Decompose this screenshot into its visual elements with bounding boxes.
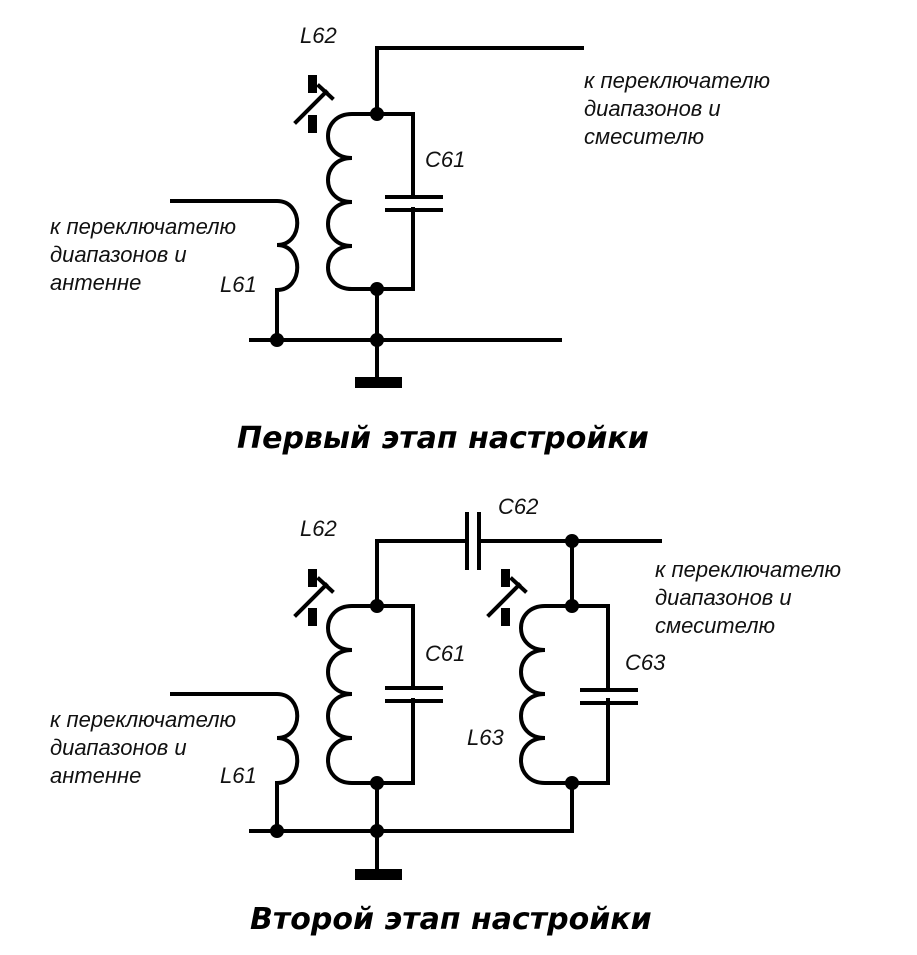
- stage2-c61-bottom-wire: [375, 698, 415, 785]
- stage2-c62-plate-right: [477, 512, 481, 570]
- stage1-label-l61: L61: [220, 272, 257, 297]
- stage2-label-c63: C63: [625, 650, 666, 675]
- stage2-note-right-line2: диапазонов и: [655, 585, 792, 610]
- stage2-c61-plate-top: [385, 686, 443, 690]
- stage1-node-top: [370, 107, 384, 121]
- stage2-l62-coil: [326, 604, 377, 785]
- stage2-core1-bar-top: [308, 569, 317, 587]
- stage2-ground-bus: [249, 781, 574, 833]
- stage2-c62-left-wire: [375, 539, 469, 608]
- stage2-c61-plate-bottom: [385, 699, 443, 703]
- stage2-label-c61: C61: [425, 641, 465, 666]
- stage2-c63-plate-top: [580, 688, 638, 692]
- stage2-note-left-line2: диапазонов и: [50, 735, 187, 760]
- stage2-c62-plate-left: [465, 512, 469, 570]
- stage1-label-c61: C61: [425, 147, 465, 172]
- stage2-c63-bottom-wire: [570, 698, 610, 785]
- stage1-circuit: [170, 46, 584, 388]
- stage2-c63-plate-bottom: [580, 701, 638, 705]
- stage1-node-ground: [370, 333, 384, 347]
- stage2-trimmer2-cap: [509, 576, 528, 594]
- stage2-c61-top-wire: [375, 604, 415, 690]
- stage2-node-l63-top: [565, 599, 579, 613]
- stage1-node-bottom: [370, 282, 384, 296]
- stage2-l63-coil: [519, 604, 572, 785]
- stage2-trimmer1-cap: [316, 576, 335, 594]
- stage2-node-l61: [270, 824, 284, 838]
- stage1-l62-coil: [326, 112, 377, 291]
- stage2-label-c62: C62: [498, 494, 538, 519]
- stage2-label-l63: L63: [467, 725, 504, 750]
- stage2-ground-symbol: [355, 869, 402, 880]
- stage2-node-l62-bottom: [370, 776, 384, 790]
- stage2-core2-bar-top: [501, 569, 510, 587]
- stage1-c61-plate-top: [385, 195, 443, 199]
- stage2-trimmer1-arrow: [293, 582, 329, 618]
- stage1-note-left-line1: к переключателю: [50, 214, 236, 239]
- stage2-trimmer2-arrow: [486, 582, 522, 618]
- stage1-c61-plate-bottom: [385, 208, 443, 212]
- stage1-label-l62: L62: [300, 23, 337, 48]
- stage1-l61-coil: [170, 199, 300, 340]
- stage2-label-l62: L62: [300, 516, 337, 541]
- stage1-core-bar-bottom: [308, 115, 317, 133]
- stage1-note-right-line3: смесителю: [584, 124, 704, 149]
- stage2-note-left-line1: к переключателю: [50, 707, 236, 732]
- stage1-trimmer-arrow: [293, 89, 329, 125]
- stage2-circuit: [170, 512, 662, 880]
- stage1-node-l61: [270, 333, 284, 347]
- stage1-core-bar-top: [308, 75, 317, 93]
- stage2-node-ground: [370, 824, 384, 838]
- stage2-note-right-line1: к переключателю: [655, 557, 841, 582]
- stage2-core2-bar-bottom: [501, 608, 510, 626]
- stage1-c61-bottom-wire: [375, 207, 415, 291]
- stage2-node-output: [565, 534, 579, 548]
- stage1-output-wire: [375, 46, 584, 116]
- stage1-note-right-line1: к переключателю: [584, 68, 770, 93]
- stage2-l61-coil: [170, 692, 300, 831]
- stage2-c63-top-wire: [570, 604, 610, 690]
- stage1-note-left-line2: диапазонов и: [50, 242, 187, 267]
- stage2-label-l61: L61: [220, 763, 257, 788]
- stage2-note-right-line3: смесителю: [655, 613, 775, 638]
- stage2-title: Второй этап настройки: [250, 902, 652, 937]
- stage1-title: Первый этап настройки: [237, 421, 649, 456]
- stage1-trimmer-cap: [316, 83, 335, 101]
- stage2-node-l63-bottom: [565, 776, 579, 790]
- stage2-core1-bar-bottom: [308, 608, 317, 626]
- stage1-note-right-line2: диапазонов и: [584, 96, 721, 121]
- stage2-note-left-line3: антенне: [50, 763, 141, 788]
- stage2-node-l62-top: [370, 599, 384, 613]
- stage1-note-left-line3: антенне: [50, 270, 141, 295]
- stage1-ground-symbol: [355, 377, 402, 388]
- stage1-c61-top-wire: [375, 112, 415, 199]
